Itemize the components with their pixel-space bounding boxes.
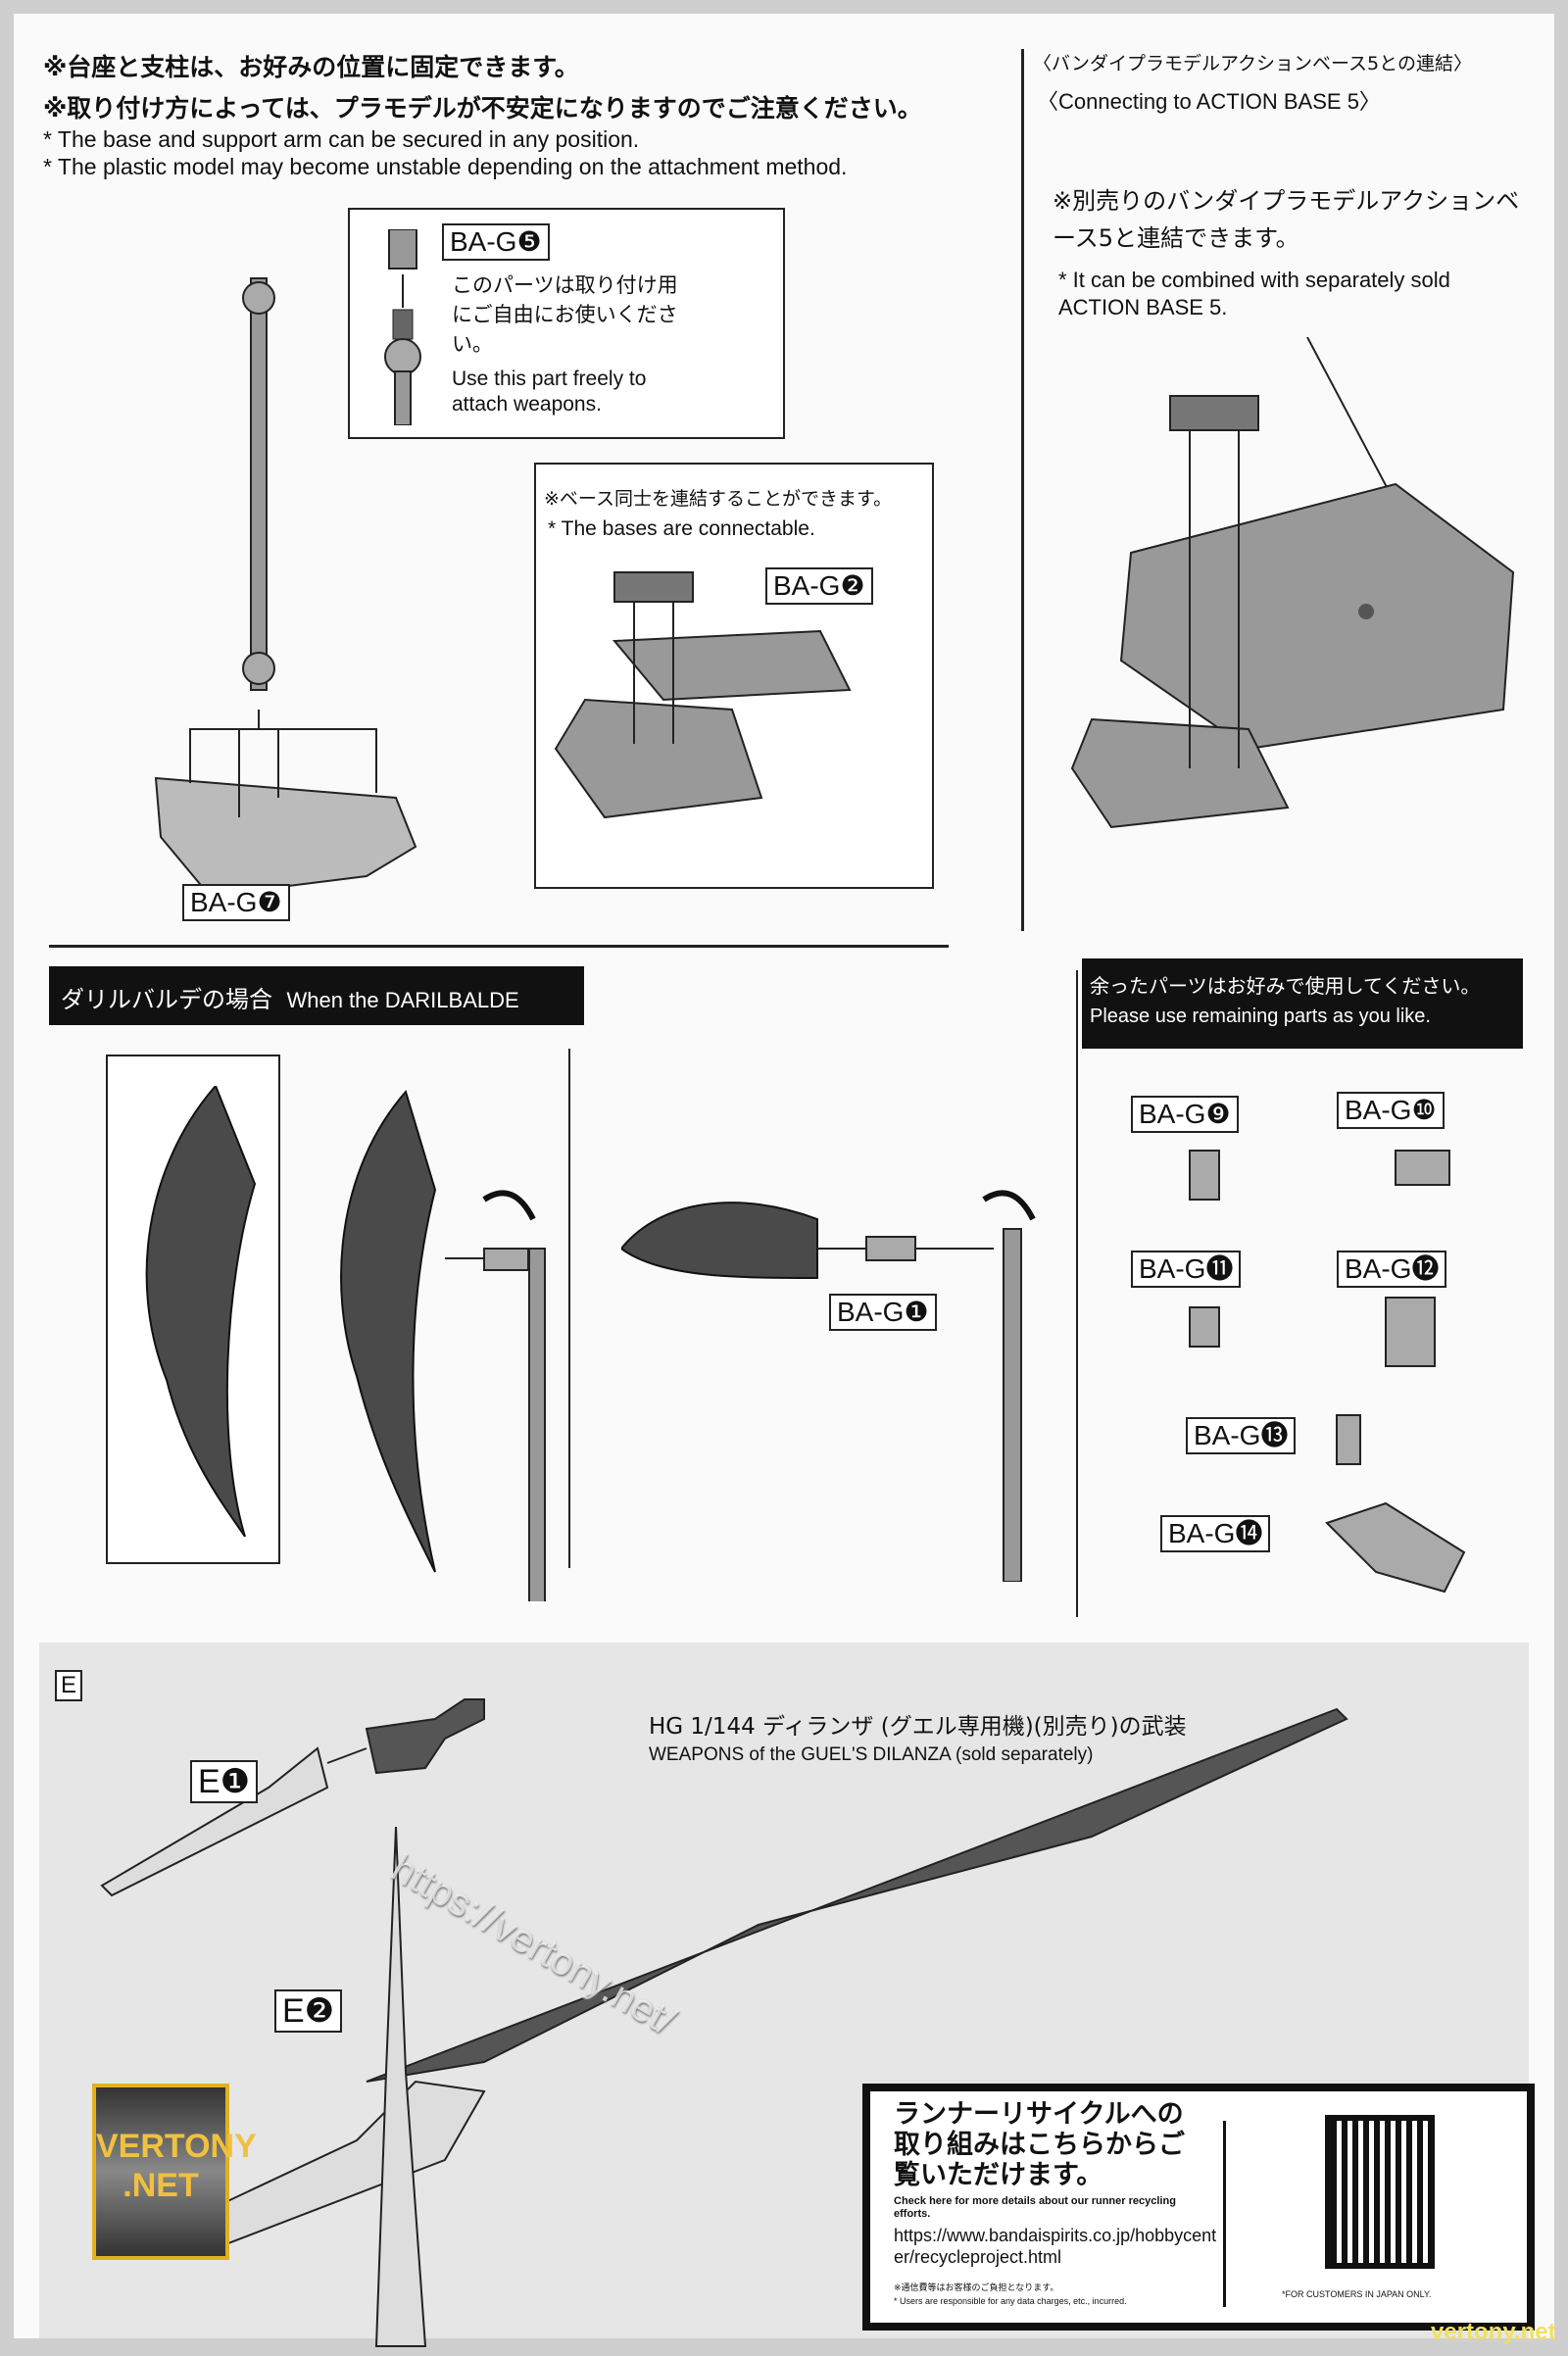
part-label-ba-g5: BA-G❺	[442, 223, 550, 261]
middle-divider	[568, 1049, 570, 1568]
bases-en: * The bases are connectable.	[548, 517, 815, 540]
blade-drawing	[145, 1086, 257, 1537]
darilbalde-blade-assembly	[340, 1089, 546, 1601]
action-base-note-jp: ※別売りのバンダイプラモデルアクションベース5と連結できます。	[1053, 187, 1520, 252]
ba-g5-callout: BA-G❺ このパーツは取り付け用にご自由にお使いください。 Use this …	[348, 208, 785, 439]
recycle-url[interactable]: https://www.bandaispirits.co.jp/hobbycen…	[894, 2226, 1217, 2267]
part-label-ba-g1: BA-G❶	[829, 1294, 937, 1331]
remaining-heading-en: Please use remaining parts as you like.	[1090, 1006, 1431, 1027]
remaining-heading-jp: 余ったパーツはお好みで使用してください。	[1090, 974, 1481, 998]
note-en-2: * The plastic model may become unstable …	[43, 154, 848, 179]
qr-note: *FOR CUSTOMERS IN JAPAN ONLY.	[1282, 2289, 1432, 2299]
recycle-desc-en: Check here for more details about our ru…	[894, 2195, 1176, 2220]
remaining-parts-drawing	[1189, 1150, 1466, 1594]
bases-jp: ※ベース同士を連結することができます。	[544, 488, 893, 510]
part-label-ba-g2: BA-G❷	[765, 567, 873, 605]
weapon-drawing	[100, 1698, 1348, 2347]
darilbalde-heading-en: When the DARILBALDE	[286, 988, 519, 1012]
note-jp-2: ※取り付け方によっては、プラモデルが不安定になりますのでご注意ください。	[43, 94, 922, 123]
darilbalde-heading: ダリルバルデの場合 When the DARILBALDE	[49, 966, 584, 1025]
note-jp-1: ※台座と支柱は、お好みの位置に固定できます。	[43, 53, 579, 81]
blade-detail-box	[106, 1055, 280, 1564]
action-base-drawing	[1070, 337, 1515, 829]
vertony-logo: VERTONY.NET	[92, 2084, 257, 2260]
weapon-title-jp: HG 1/144 ディランザ (グエル専用機)(別売り)の武装	[649, 1714, 1187, 1740]
section-divider	[49, 945, 949, 948]
instruction-page: ※台座と支柱は、お好みの位置に固定できます。 ※取り付け方によっては、プラモデル…	[14, 14, 1554, 2347]
action-base-title-jp: 〈バンダイプラモデルアクションベース5との連結〉	[1033, 53, 1472, 74]
watermark-corner: vertony.net	[1431, 2319, 1556, 2345]
section-e-label: E	[55, 1670, 83, 1701]
callout-en: Use this part freely to attach weapons.	[452, 368, 647, 416]
part-label-ba-g12: BA-G⓬	[1337, 1251, 1447, 1288]
connector-part-drawing	[384, 229, 421, 425]
part-label-e1: E❶	[190, 1760, 259, 1803]
bases-drawing	[554, 571, 852, 819]
vertical-divider	[1021, 49, 1024, 931]
callout-jp: このパーツは取り付け用にご自由にお使いください。	[452, 273, 678, 356]
part-label-ba-g10: BA-G❿	[1337, 1092, 1445, 1129]
bases-connectable-box: ※ベース同士を連結することができます。 * The bases are conn…	[534, 463, 934, 889]
remaining-parts-heading: 余ったパーツはお好みで使用してください。 Please use remainin…	[1082, 958, 1523, 1049]
action-base-note-en: * It can be combined with separately sol…	[1058, 268, 1450, 319]
recycle-note-jp: ※通信費等はお客様のご負担となります。	[894, 2283, 1059, 2293]
part-label-e2: E❷	[274, 1989, 343, 2033]
part-label-ba-g9: BA-G❾	[1131, 1096, 1239, 1133]
recycle-divider	[1223, 2121, 1226, 2307]
remaining-divider	[1076, 970, 1078, 1617]
recycle-title-jp: ランナーリサイクルへの取り組みはこちらからご覧いただけます。	[894, 2099, 1185, 2190]
stand-drawing	[154, 277, 417, 898]
action-base-title-en: 〈Connecting to ACTION BASE 5〉	[1037, 89, 1381, 114]
note-en-1: * The base and support arm can be secure…	[43, 126, 640, 152]
recycle-box: ランナーリサイクルへの取り組みはこちらからご覧いただけます。 Check her…	[862, 2084, 1535, 2331]
darilbalde-heading-jp: ダリルバルデの場合	[61, 986, 272, 1013]
part-label-ba-g11: BA-G⓫	[1131, 1251, 1242, 1288]
qr-code[interactable]	[1325, 2115, 1435, 2269]
part-label-ba-g14: BA-G⓮	[1160, 1515, 1271, 1552]
part-label-ba-g13: BA-G⓭	[1186, 1417, 1297, 1454]
recycle-note-en: * Users are responsible for any data cha…	[894, 2296, 1127, 2306]
weapon-title-en: WEAPONS of the GUEL'S DILANZA (sold sepa…	[649, 1744, 1094, 1765]
part-label-ba-g7: BA-G❼	[182, 884, 290, 921]
darilbalde-weapon-assembly	[621, 1190, 1036, 1582]
